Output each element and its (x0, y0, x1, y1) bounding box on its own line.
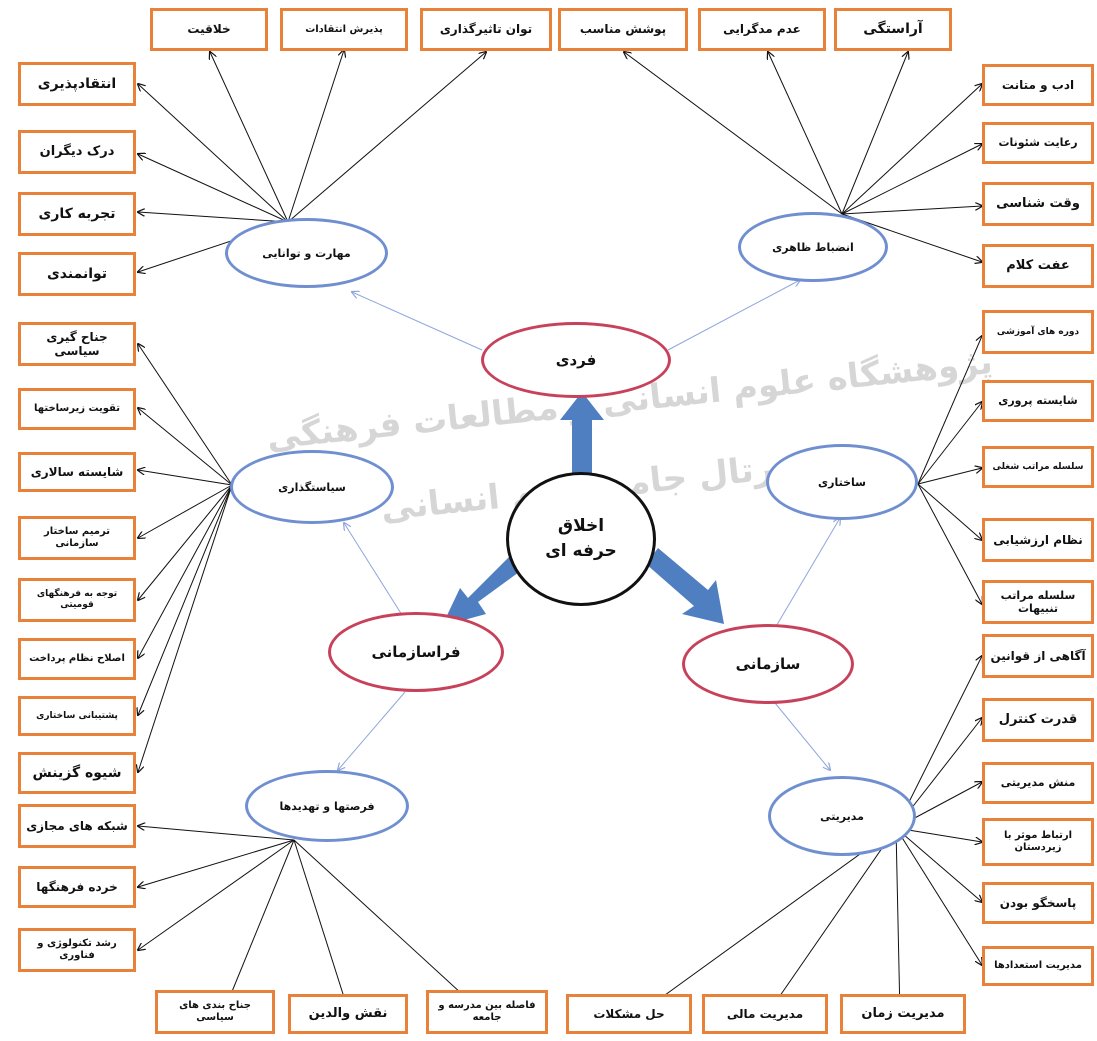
box-ethnic-cultures: توجه به فرهنگهای قومیتی (18, 578, 136, 622)
sub-node-opportunities: فرصتها و تهدیدها (245, 770, 409, 842)
box-structure-repair: ترمیم ساختار سازمانی (18, 516, 136, 560)
main-node-organizational: سازمانی (682, 624, 854, 704)
box-merit-cultivation: شایسته پروری (982, 380, 1094, 422)
thick-arrow-right (646, 548, 724, 624)
box-control-power: قدرت کنترل (982, 698, 1094, 742)
box-problem-solving: حل مشکلات (566, 994, 692, 1034)
box-technology-growth: رشد تکنولوژی و فناوری (18, 928, 136, 972)
box-selection-method: شیوه گزینش (18, 752, 136, 794)
box-influence: توان تاثیرگذاری (420, 8, 552, 51)
center-ethics-node: اخلاق حرفه ای (506, 472, 656, 606)
sub-node-structural: ساختاری (766, 444, 918, 520)
sub-node-appearance: انضباط ظاهری (738, 212, 888, 282)
box-capability: توانمندی (18, 252, 136, 296)
box-law-awareness: آگاهی از قوانین (982, 634, 1094, 678)
box-evaluation-system: نظام ارزشیابی (982, 518, 1094, 562)
box-effective-communication: ارتباط موثر با زیردستان (982, 818, 1094, 866)
box-infrastructure: تقویت زیرساختها (18, 388, 136, 430)
box-time-management: مدیریت زمان (840, 994, 966, 1034)
box-neatness: آراستگی (834, 8, 952, 51)
box-managerial-character: منش مدیریتی (982, 762, 1094, 804)
box-structural-support: پشتیبانی ساختاری (18, 696, 136, 736)
box-understanding-others: درک دیگران (18, 130, 136, 174)
center-line-1: اخلاق (557, 515, 605, 536)
center-line-2: حرفه ای (545, 541, 617, 561)
box-meritocracy: شایسته سالاری (18, 452, 136, 492)
box-decent-speech: عفت کلام (982, 244, 1094, 288)
box-talent-management: مدیریت استعدادها (982, 946, 1094, 986)
thick-arrows (442, 392, 724, 626)
box-proper-clothing: پوشش مناسب (558, 8, 688, 51)
box-accountability: پاسخگو بودن (982, 882, 1094, 924)
box-punishment-hierarchy: سلسله مراتب تنبیهات (982, 580, 1094, 624)
box-work-experience: تجربه کاری (18, 192, 136, 236)
box-dignity: رعایت شئونات (982, 122, 1094, 164)
box-creativity: خلاقیت (150, 8, 268, 51)
box-accept-criticism: پذیرش انتقادات (280, 8, 408, 51)
thick-arrow-left (442, 548, 530, 626)
box-punctuality: وقت شناسی (982, 182, 1094, 226)
box-payment-reform: اصلاح نظام پرداخت (18, 638, 136, 680)
sub-node-managerial: مدیریتی (768, 776, 916, 856)
box-financial-management: مدیریت مالی (702, 994, 828, 1034)
box-politeness: ادب و متانت (982, 64, 1094, 106)
box-no-fashion: عدم مدگرایی (698, 8, 826, 51)
box-school-society-gap: فاصله بین مدرسه و جامعه (426, 990, 548, 1034)
box-training-courses: دوره های آموزشی (982, 310, 1094, 354)
sub-node-policy: سیاستگذاری (230, 450, 394, 524)
box-political-factionalism: جناح گیری سیاسی (18, 322, 136, 366)
box-criticism-acceptance: انتقادپذیری (18, 62, 136, 106)
box-subcultures: خرده فرهنگها (18, 866, 136, 908)
sub-node-skill: مهارت و توانایی (225, 218, 388, 288)
main-node-extra-organizational: فراسازمانی (328, 612, 504, 692)
box-social-networks: شبکه های مجازی (18, 804, 136, 848)
box-political-factions: جناح بندی های سیاسی (155, 990, 275, 1034)
main-node-individual: فردی (481, 322, 671, 398)
box-job-hierarchy: سلسله مراتب شغلی (982, 446, 1094, 488)
thick-arrow-up (560, 392, 604, 478)
box-parents-role: نقش والدین (288, 994, 408, 1034)
